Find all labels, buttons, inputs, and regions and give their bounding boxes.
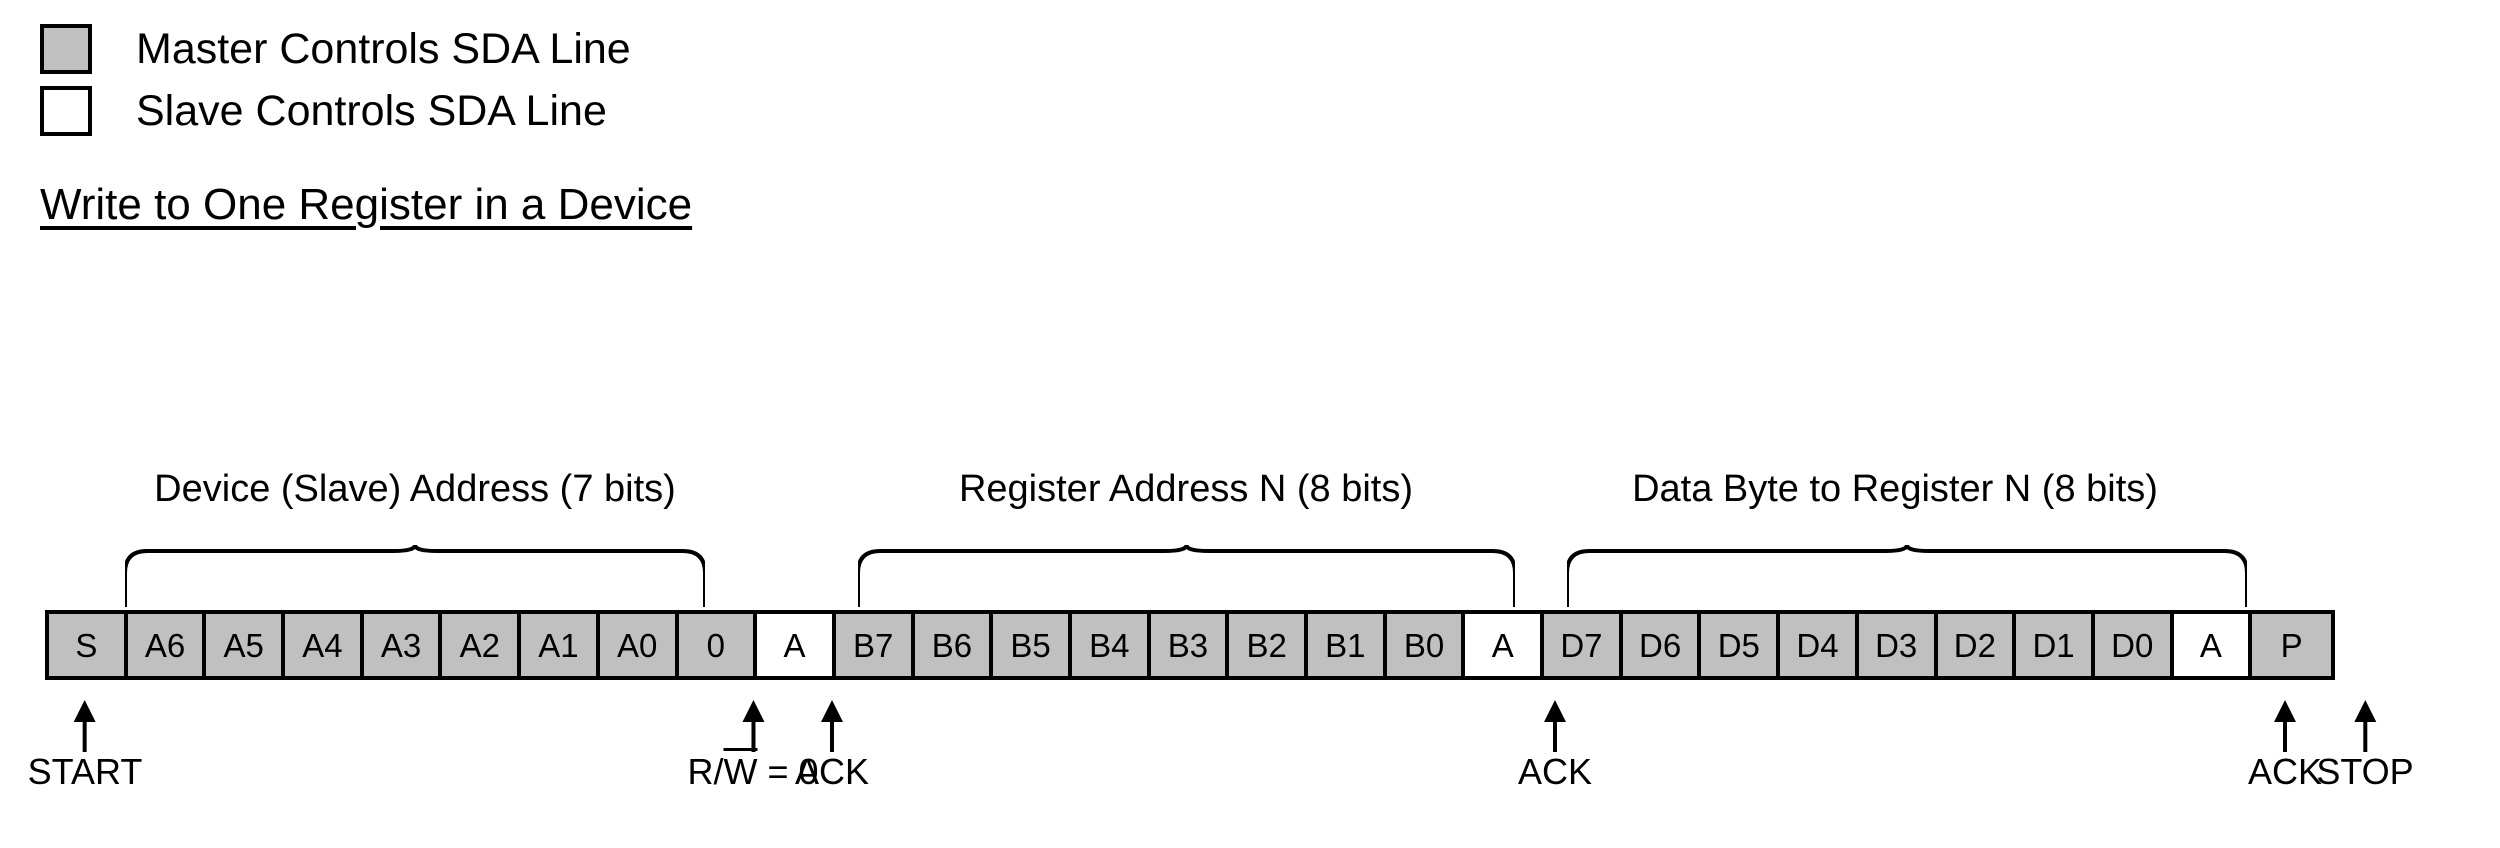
- callout-read-write: R/W = 0: [687, 700, 819, 790]
- callout-ack-1: ACK: [795, 700, 869, 790]
- frame-cell-s-0: S: [49, 614, 128, 676]
- frame-cell-a1-6: A1: [521, 614, 600, 676]
- up-arrow-icon: [821, 700, 843, 752]
- frame-cell-d3-23: D3: [1858, 614, 1938, 676]
- callout-label-ack-2: ACK: [1518, 754, 1592, 790]
- frame-cell-b5-12: B5: [993, 614, 1072, 676]
- legend: Master Controls SDA Line Slave Controls …: [40, 18, 631, 142]
- callout-label-ack-3: ACK: [2248, 754, 2322, 790]
- callout-label-start: START: [28, 754, 143, 790]
- frame-cell-b3-14: B3: [1150, 614, 1230, 676]
- group-label-2: Data Byte to Register N (8 bits): [1632, 468, 2158, 510]
- up-arrow-icon: [741, 700, 764, 752]
- brace-2-icon: [1567, 545, 2247, 607]
- callout-text: ACK: [2247, 751, 2323, 792]
- callout-text: START: [27, 751, 143, 792]
- page-title: Write to One Register in a Device: [40, 180, 693, 229]
- callout-text: R/: [687, 751, 724, 792]
- callout-text: ACK: [794, 751, 870, 792]
- frame-cell-b1-16: B1: [1308, 614, 1387, 676]
- frame-cell-p-28: P: [2252, 614, 2331, 676]
- frame-cell-a-9: A: [757, 614, 836, 676]
- legend-label-master: Master Controls SDA Line: [136, 24, 631, 73]
- slave-swatch-icon: [40, 86, 92, 136]
- frame-cell-0-8: 0: [678, 614, 758, 676]
- frame-cell-a0-7: A0: [599, 614, 679, 676]
- callout-ack-2: ACK: [1518, 700, 1592, 790]
- frame-cell-d4-22: D4: [1780, 614, 1859, 676]
- frame-cell-b6-11: B6: [914, 614, 994, 676]
- callout-text: STOP: [2316, 751, 2414, 792]
- group-label-0: Device (Slave) Address (7 bits): [154, 468, 676, 510]
- frame-cell-d0-26: D0: [2094, 614, 2174, 676]
- callout-overline-text: W: [723, 751, 758, 792]
- frame-cell-b7-10: B7: [835, 614, 915, 676]
- legend-item-slave: Slave Controls SDA Line: [40, 80, 631, 142]
- group-label-1: Register Address N (8 bits): [958, 468, 1414, 510]
- callout-label-stop: STOP: [2316, 754, 2413, 790]
- brace-1-icon: [858, 545, 1515, 607]
- brace-0-icon: [125, 545, 705, 607]
- frame-cell-b0-17: B0: [1386, 614, 1466, 676]
- frame-cell-d7-19: D7: [1544, 614, 1623, 676]
- callout-label-read-write: R/W = 0: [687, 754, 818, 790]
- frame-cell-d1-25: D1: [2016, 614, 2095, 676]
- up-arrow-icon: [74, 700, 96, 752]
- master-swatch-icon: [40, 24, 92, 74]
- frame-cell-a4-3: A4: [285, 614, 364, 676]
- callout-stop: STOP: [2316, 700, 2414, 790]
- up-arrow-icon: [2274, 700, 2296, 752]
- up-arrow-icon: [1544, 700, 1566, 752]
- frame-cell-a5-2: A5: [206, 614, 286, 676]
- frame-cell-a3-4: A3: [363, 614, 443, 676]
- frame-cell-a6-1: A6: [127, 614, 207, 676]
- frame-cell-d6-20: D6: [1622, 614, 1702, 676]
- frame-cell-a-27: A: [2173, 614, 2253, 676]
- callout-label-ack-1: ACK: [795, 754, 869, 790]
- frame-cell-b2-15: B2: [1229, 614, 1308, 676]
- callout-start: START: [28, 700, 143, 790]
- legend-label-slave: Slave Controls SDA Line: [136, 86, 607, 135]
- frame-cell-d2-24: D2: [1937, 614, 2017, 676]
- frame-cell-a-18: A: [1465, 614, 1545, 676]
- callout-suffix-text: = 0: [757, 751, 819, 792]
- legend-item-master: Master Controls SDA Line: [40, 18, 631, 80]
- frame-cell-a2-5: A2: [442, 614, 522, 676]
- callout-text: ACK: [1517, 751, 1593, 792]
- up-arrow-icon: [2354, 700, 2376, 752]
- frame-cell-d5-21: D5: [1701, 614, 1781, 676]
- callout-ack-3: ACK: [2248, 700, 2322, 790]
- frame-cell-b4-13: B4: [1071, 614, 1151, 676]
